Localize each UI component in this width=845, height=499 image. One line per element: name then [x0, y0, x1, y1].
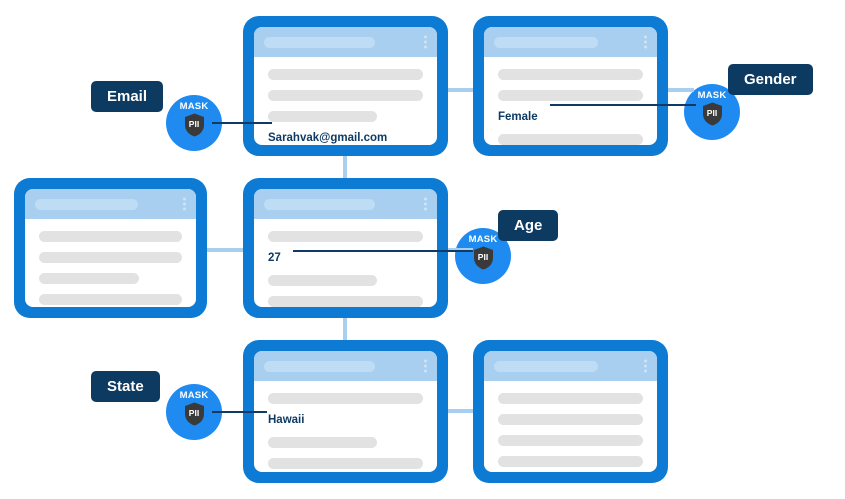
card-header: [484, 351, 657, 381]
card-header: [254, 27, 437, 57]
header-title-placeholder: [494, 36, 599, 48]
card-body: Female: [484, 57, 657, 145]
connector-top-center-to-mid-center: [343, 150, 347, 184]
placeholder-row: [498, 393, 643, 404]
card-body: Hawaii: [254, 381, 437, 472]
placeholder-row: [268, 231, 423, 242]
pii-label: PII: [188, 407, 200, 418]
card-bottom-right[interactable]: [473, 340, 668, 483]
header-title-placeholder: [494, 360, 599, 372]
placeholder-row: [268, 275, 377, 286]
more-options-icon[interactable]: [424, 197, 427, 211]
mask-label: MASK: [179, 101, 209, 112]
placeholder-row: [498, 414, 643, 425]
pii-label: PII: [477, 251, 489, 262]
shield-icon: PII: [702, 102, 723, 126]
header-title-placeholder: [35, 198, 138, 210]
placeholder-row: [498, 69, 643, 80]
more-options-icon[interactable]: [183, 197, 186, 211]
chip-age[interactable]: Age: [498, 210, 559, 241]
pii-label: PII: [706, 107, 718, 118]
connector-top-right-to-right: [668, 88, 694, 92]
more-options-icon[interactable]: [424, 35, 427, 49]
placeholder-row: [39, 273, 140, 284]
leader-line-age: [293, 250, 473, 252]
placeholder-row: [268, 111, 377, 122]
card-header: [254, 351, 437, 381]
placeholder-row: [268, 296, 423, 307]
connector-mid-left-to-mid-center: [207, 248, 252, 252]
card-inner: Female: [484, 27, 657, 145]
pii-value-state: Hawaii: [268, 414, 305, 426]
connector-top-center-to-top-right: [443, 88, 483, 92]
placeholder-row: [498, 134, 643, 145]
card-top-center[interactable]: Sarahvak@gmail.com: [243, 16, 448, 156]
card-body: [484, 381, 657, 472]
placeholder-row: [39, 252, 182, 263]
card-mid-center[interactable]: 27: [243, 178, 448, 318]
header-title-placeholder: [264, 36, 375, 48]
card-inner: Hawaii: [254, 351, 437, 472]
card-mid-left[interactable]: [14, 178, 207, 318]
pii-value-email: Sarahvak@gmail.com: [268, 132, 388, 144]
more-options-icon[interactable]: [424, 359, 427, 373]
pii-value-age: 27: [268, 252, 281, 264]
shield-icon: PII: [184, 113, 205, 137]
header-title-placeholder: [264, 360, 375, 372]
placeholder-row: [268, 437, 377, 448]
placeholder-row: [268, 458, 423, 469]
placeholder-row: [39, 231, 182, 242]
chip-gender[interactable]: Gender: [728, 64, 813, 95]
mask-label: MASK: [468, 234, 498, 245]
pii-value-gender: Female: [498, 111, 538, 123]
chip-email[interactable]: Email: [91, 81, 164, 112]
placeholder-row: [498, 456, 643, 467]
card-body: [25, 219, 196, 307]
shield-icon: PII: [184, 402, 205, 426]
pii-label: PII: [188, 118, 200, 129]
placeholder-row: [268, 90, 423, 101]
shield-icon: PII: [473, 246, 494, 270]
connector-mid-center-to-bottom-center: [343, 318, 347, 348]
card-bottom-center[interactable]: Hawaii: [243, 340, 448, 483]
card-inner: Sarahvak@gmail.com: [254, 27, 437, 145]
mask-label: MASK: [179, 390, 209, 401]
more-options-icon[interactable]: [644, 35, 647, 49]
card-inner: 27: [254, 189, 437, 307]
card-body: 27: [254, 219, 437, 307]
placeholder-row: [268, 393, 423, 404]
card-header: [25, 189, 196, 219]
card-header: [484, 27, 657, 57]
mask-label: MASK: [697, 90, 727, 101]
header-title-placeholder: [264, 198, 375, 210]
placeholder-row: [39, 294, 182, 305]
placeholder-row: [498, 435, 643, 446]
leader-line-email: [212, 122, 272, 124]
card-body: Sarahvak@gmail.com: [254, 57, 437, 145]
placeholder-row: [498, 90, 643, 101]
card-inner: [25, 189, 196, 307]
card-header: [254, 189, 437, 219]
chip-state[interactable]: State: [91, 371, 160, 402]
leader-line-state: [212, 411, 267, 413]
placeholder-row: [268, 69, 423, 80]
connector-bottom-center-to-bottom-right: [443, 409, 483, 413]
leader-line-gender: [550, 104, 696, 106]
card-top-right[interactable]: Female: [473, 16, 668, 156]
more-options-icon[interactable]: [644, 359, 647, 373]
card-inner: [484, 351, 657, 472]
